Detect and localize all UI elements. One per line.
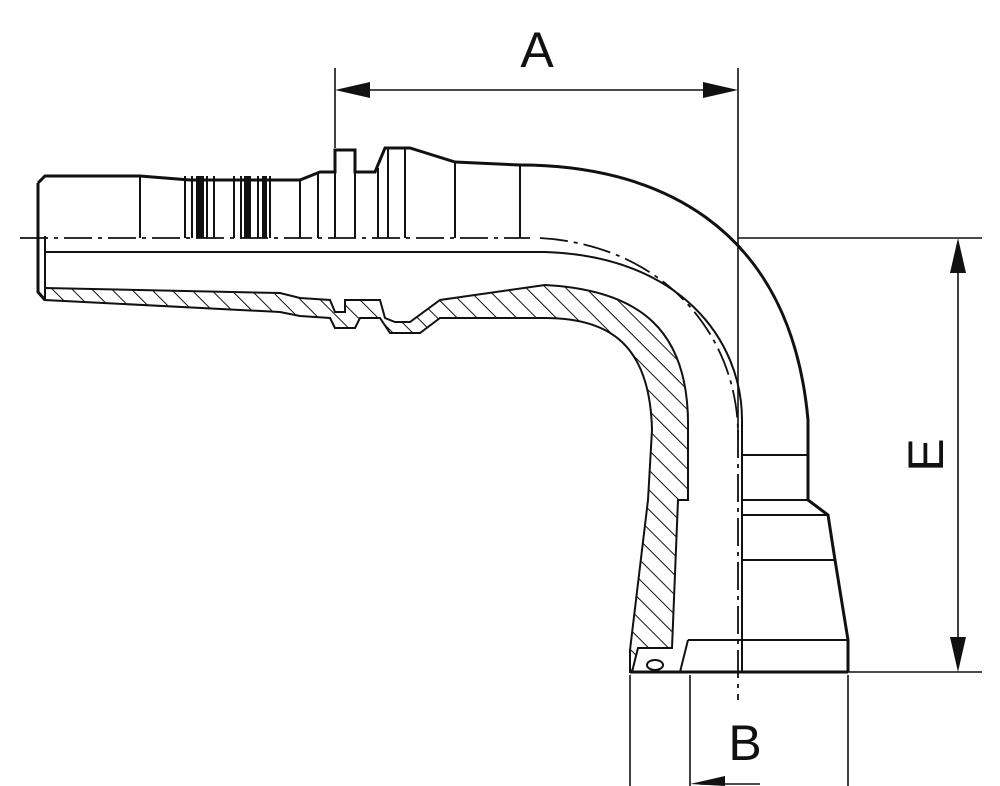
rib-band-3 [262, 176, 267, 238]
nut [630, 454, 848, 674]
centerline-curve [539, 237, 739, 431]
tail-outline [36, 146, 521, 185]
dimension-a [334, 68, 739, 440]
section-hatch [44, 283, 690, 673]
elbow-bore-top [45, 251, 743, 455]
dimension-a-label: A [520, 22, 554, 78]
dimension-b [629, 675, 849, 786]
rib-band-1 [196, 176, 204, 238]
dimension-e-label: E [898, 438, 954, 471]
rib-band-2 [244, 176, 249, 238]
tail-ribs [139, 148, 521, 238]
dimension-b-label: B [728, 715, 761, 771]
tail-end [36, 183, 47, 301]
dimension-e [738, 237, 982, 673]
elbow-outer [519, 163, 850, 672]
